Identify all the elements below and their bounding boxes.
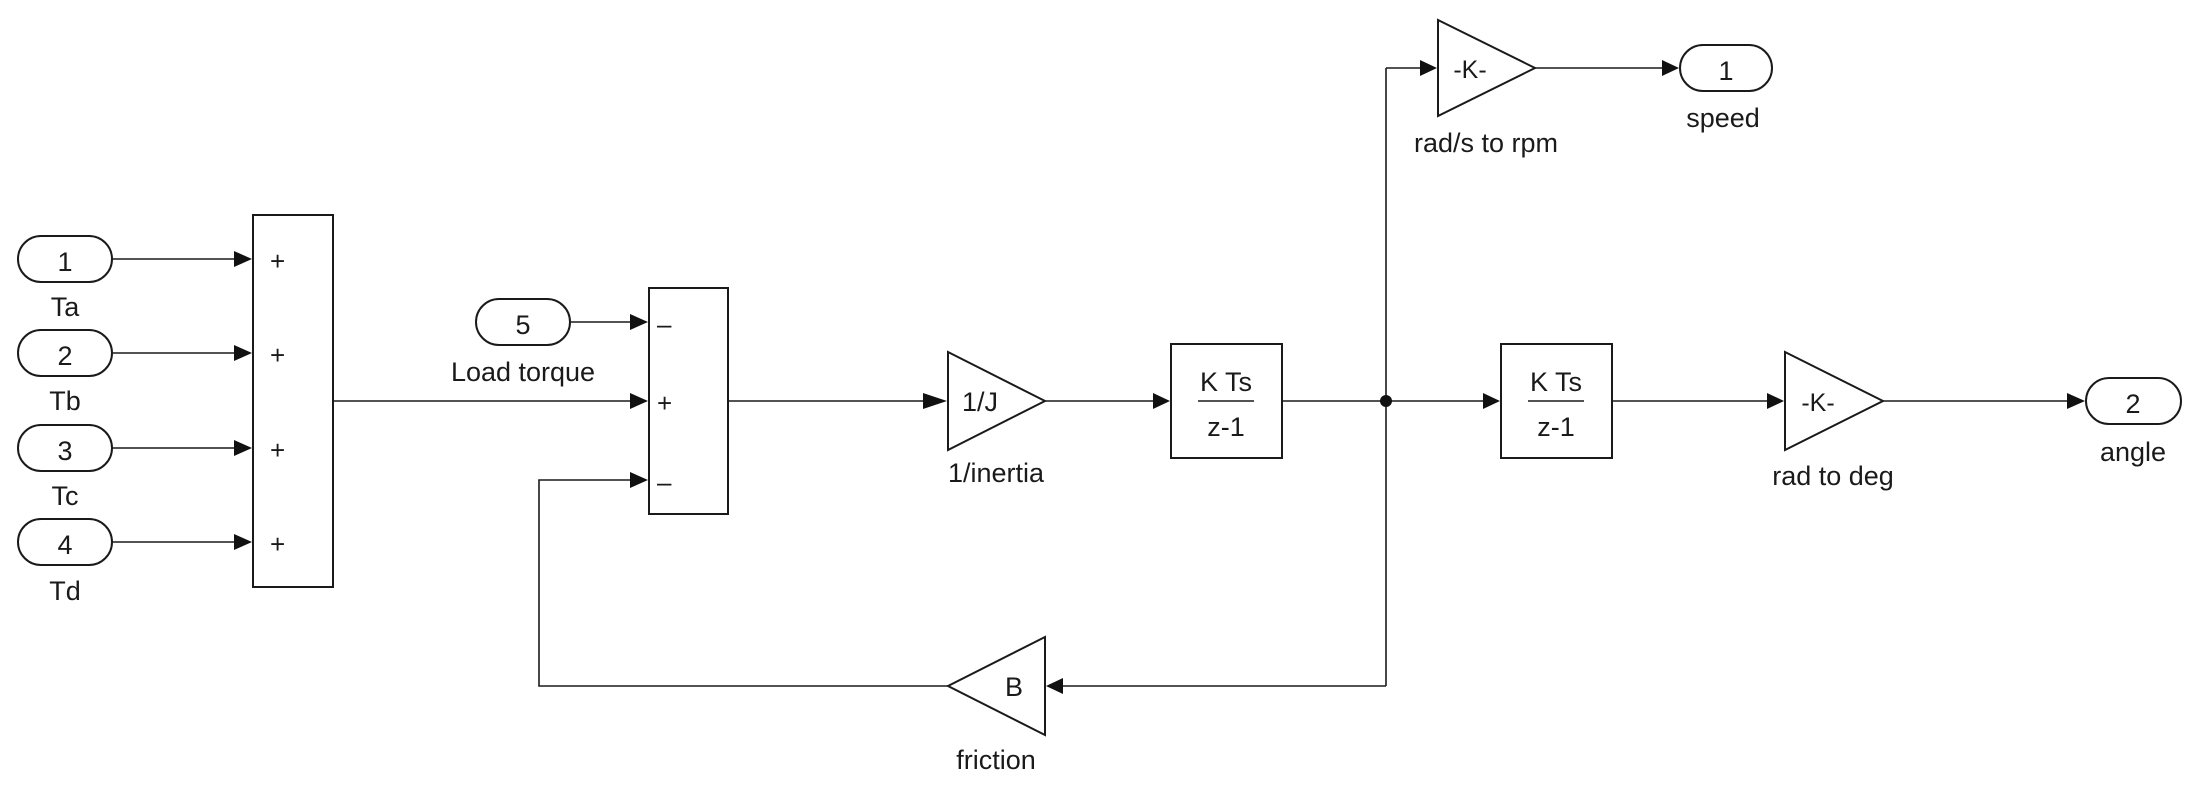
inport-label: Load torque bbox=[451, 357, 595, 387]
inport-2[interactable]: 2 Tb bbox=[17, 329, 113, 416]
arrow-tip bbox=[234, 251, 252, 267]
arrow-tip bbox=[1662, 60, 1679, 76]
outport-number: 1 bbox=[1718, 56, 1733, 86]
inport-label: Tb bbox=[49, 386, 81, 416]
inport-label: Td bbox=[49, 576, 81, 606]
arrow-tip bbox=[1153, 393, 1170, 409]
arrow-tip bbox=[1767, 393, 1784, 409]
outport-speed[interactable]: 1 speed bbox=[1679, 44, 1773, 133]
inport-label: Ta bbox=[51, 292, 81, 322]
sum-block-net-torque[interactable]: – + – bbox=[648, 287, 729, 515]
integrator-denominator: z-1 bbox=[1537, 412, 1575, 442]
inport-number: 1 bbox=[57, 247, 72, 277]
signal-arrows bbox=[234, 60, 2085, 694]
gain-value: 1/J bbox=[962, 387, 998, 417]
integrator-numerator: K Ts bbox=[1530, 367, 1582, 397]
arrow-tip bbox=[2067, 393, 2085, 409]
arrow-tip bbox=[1046, 678, 1063, 694]
integrator-denominator: z-1 bbox=[1207, 412, 1245, 442]
gain-label: friction bbox=[956, 745, 1036, 775]
gain-label: rad/s to rpm bbox=[1414, 128, 1558, 158]
inport-4[interactable]: 4 Td bbox=[17, 518, 113, 606]
outport-angle[interactable]: 2 angle bbox=[2085, 377, 2182, 467]
arrow-tip bbox=[234, 440, 252, 456]
arrow-tip bbox=[630, 393, 648, 409]
sum-sign: + bbox=[657, 388, 672, 418]
inport-number: 5 bbox=[515, 310, 530, 340]
inport-number: 3 bbox=[57, 436, 72, 466]
sum-sign: + bbox=[270, 529, 285, 559]
sum-sign: + bbox=[270, 340, 285, 370]
gain-inertia[interactable]: 1/J 1/inertia bbox=[947, 350, 1048, 488]
inport-3[interactable]: 3 Tc bbox=[17, 424, 113, 511]
integrator-numerator: K Ts bbox=[1200, 367, 1252, 397]
integrator-angle[interactable]: K Ts z-1 bbox=[1500, 343, 1613, 459]
outport-label: speed bbox=[1686, 103, 1760, 133]
branch-point bbox=[1380, 395, 1392, 407]
sum-sign: + bbox=[270, 435, 285, 465]
arrow-tip bbox=[630, 314, 648, 330]
sum-sign: – bbox=[657, 467, 672, 497]
inport-5[interactable]: 5 Load torque bbox=[451, 298, 595, 387]
arrow-tip bbox=[1483, 393, 1500, 409]
sum-block-torques[interactable]: + + + + bbox=[252, 214, 334, 588]
integrator-speed[interactable]: K Ts z-1 bbox=[1170, 343, 1283, 459]
signal-lines bbox=[112, 67, 2067, 687]
arrow-tip bbox=[630, 472, 648, 488]
gain-rad-to-deg[interactable]: -K- rad to deg bbox=[1772, 350, 1894, 491]
gain-value: -K- bbox=[1453, 56, 1486, 84]
outport-label: angle bbox=[2100, 437, 2166, 467]
arrow-tip bbox=[234, 534, 252, 550]
inport-label: Tc bbox=[52, 481, 79, 511]
gain-label: rad to deg bbox=[1772, 461, 1894, 491]
inport-number: 2 bbox=[57, 341, 72, 371]
gain-rad-s-to-rpm[interactable]: -K- rad/s to rpm bbox=[1414, 18, 1558, 158]
inport-number: 4 bbox=[57, 530, 72, 560]
gain-label: 1/inertia bbox=[948, 458, 1045, 488]
arrow-tip bbox=[923, 393, 947, 409]
outport-number: 2 bbox=[2125, 389, 2140, 419]
gain-value: B bbox=[1005, 672, 1023, 702]
sum-sign: – bbox=[657, 309, 672, 339]
sum-sign: + bbox=[270, 246, 285, 276]
arrow-tip bbox=[234, 345, 252, 361]
arrow-tip bbox=[1420, 60, 1437, 76]
inport-1[interactable]: 1 Ta bbox=[17, 235, 113, 322]
gain-value: -K- bbox=[1801, 389, 1834, 417]
gain-friction[interactable]: B friction bbox=[945, 635, 1046, 775]
